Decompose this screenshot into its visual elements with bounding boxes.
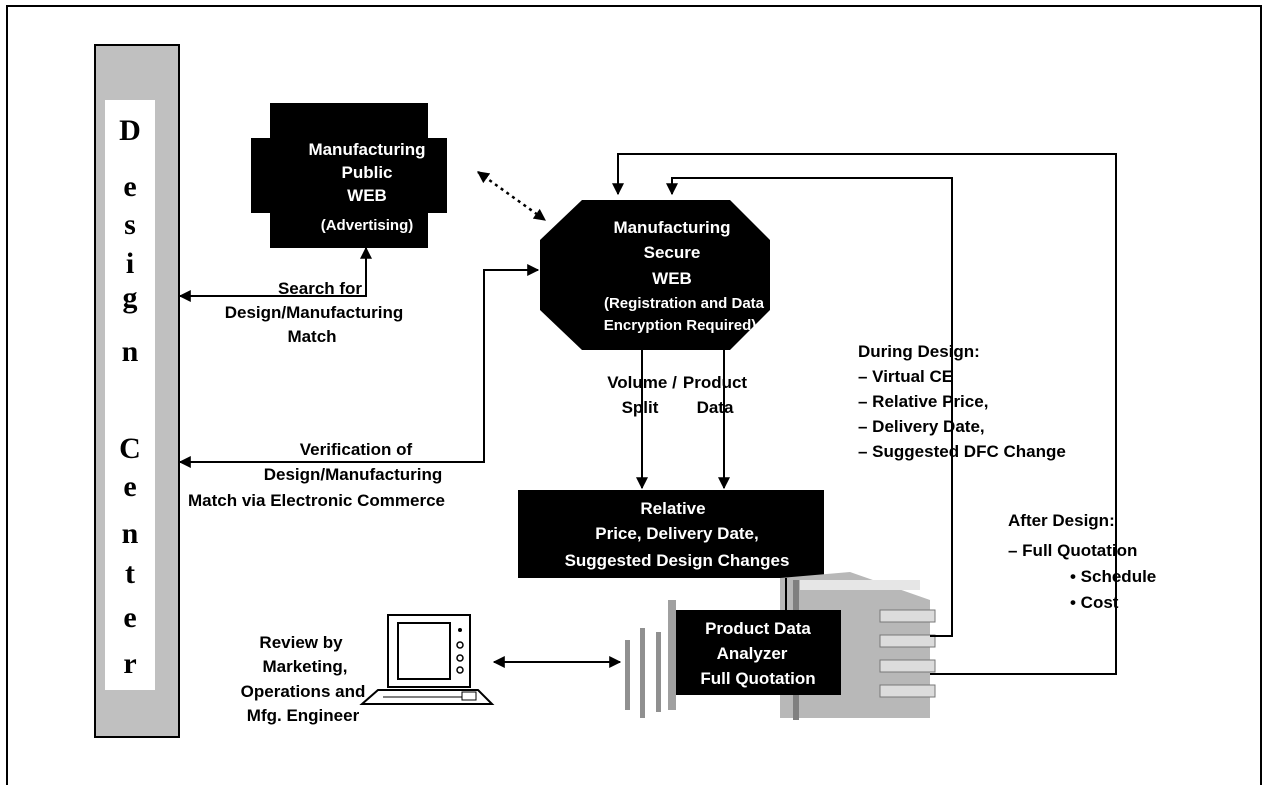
after-line: – Full Quotation — [1008, 541, 1137, 560]
design-center-letter: n — [122, 335, 139, 368]
search-label-line: Design/Manufacturing — [225, 303, 404, 322]
design-center-letter: g — [123, 281, 138, 314]
building-illustration: Product Data Analyzer Full Quotation — [625, 572, 936, 720]
verification-label: Verification of Design/Manufacturing Mat… — [188, 440, 445, 510]
after-line: • Cost — [1070, 593, 1119, 612]
search-label: Search for Design/Manufacturing Match — [225, 279, 404, 346]
product-line: Data — [697, 398, 734, 417]
secure-web-line: (Registration and Data — [604, 295, 765, 312]
after-line: After Design: — [1008, 511, 1115, 530]
analyzer-line: Product Data — [705, 619, 811, 638]
during-line: – Relative Price, — [858, 392, 988, 411]
design-center-letter: t — [125, 557, 135, 590]
design-center-letter: i — [126, 247, 134, 280]
secure-web-line: Encryption Required) — [604, 317, 757, 334]
verification-label-line: Verification of — [300, 440, 413, 459]
volume-line: Split — [622, 398, 659, 417]
review-line: Operations and — [241, 682, 366, 701]
secure-web-line: Manufacturing — [613, 218, 730, 237]
during-line: – Virtual CE — [858, 367, 953, 386]
analyzer-line: Full Quotation — [700, 669, 815, 688]
computer-icon — [359, 614, 495, 705]
secure-web-node: Manufacturing Secure WEB (Registration a… — [540, 200, 770, 350]
review-line: Marketing, — [262, 657, 347, 676]
during-line: During Design: — [858, 342, 980, 361]
public-web-line: Public — [341, 163, 392, 182]
search-label-line: Search for — [278, 279, 362, 298]
secure-web-line: Secure — [644, 243, 701, 262]
design-center-letter: D — [119, 114, 141, 147]
during-line: – Delivery Date, — [858, 417, 985, 436]
review-line: Mfg. Engineer — [247, 706, 360, 725]
design-center-label: D e s i g n C e n t e r — [119, 114, 141, 680]
design-center-letter: s — [124, 208, 136, 241]
relative-line: Suggested Design Changes — [565, 551, 790, 570]
design-center-pillar — [94, 44, 180, 738]
design-center-letter: e — [123, 601, 136, 634]
product-data-label: Product Data — [683, 373, 748, 417]
during-design-label: During Design: – Virtual CE – Relative P… — [858, 342, 1066, 461]
search-label-line: Match — [287, 327, 336, 346]
verification-label-line: Match via Electronic Commerce — [188, 491, 445, 510]
analyzer-line: Analyzer — [717, 644, 788, 663]
review-label: Review by Marketing, Operations and Mfg.… — [241, 633, 366, 725]
design-center-letter: C — [119, 432, 141, 465]
during-line: – Suggested DFC Change — [858, 442, 1066, 461]
public-web-line: Manufacturing — [308, 140, 425, 159]
relative-price-node: Relative Price, Delivery Date, Suggested… — [518, 490, 824, 578]
public-web-line: WEB — [347, 186, 387, 205]
design-center-letter: e — [123, 470, 136, 503]
design-center-letter: n — [122, 517, 139, 550]
design-center-letter: r — [123, 647, 136, 680]
secure-web-line: WEB — [652, 269, 692, 288]
relative-line: Price, Delivery Date, — [595, 524, 758, 543]
connector-lines — [178, 153, 1117, 675]
product-line: Product — [683, 373, 748, 392]
volume-line: Volume / — [607, 373, 677, 392]
volume-split-label: Volume / Split — [607, 373, 677, 417]
public-web-node: Manufacturing Public WEB (Advertising) — [251, 103, 447, 248]
review-line: Review by — [259, 633, 343, 652]
public-web-line: (Advertising) — [321, 217, 414, 234]
diagram-frame — [6, 5, 1262, 785]
design-center-letter: e — [123, 170, 136, 203]
after-line: • Schedule — [1070, 567, 1156, 586]
relative-line: Relative — [640, 499, 705, 518]
after-design-label: After Design: – Full Quotation • Schedul… — [1008, 511, 1156, 612]
verification-label-line: Design/Manufacturing — [264, 465, 443, 484]
